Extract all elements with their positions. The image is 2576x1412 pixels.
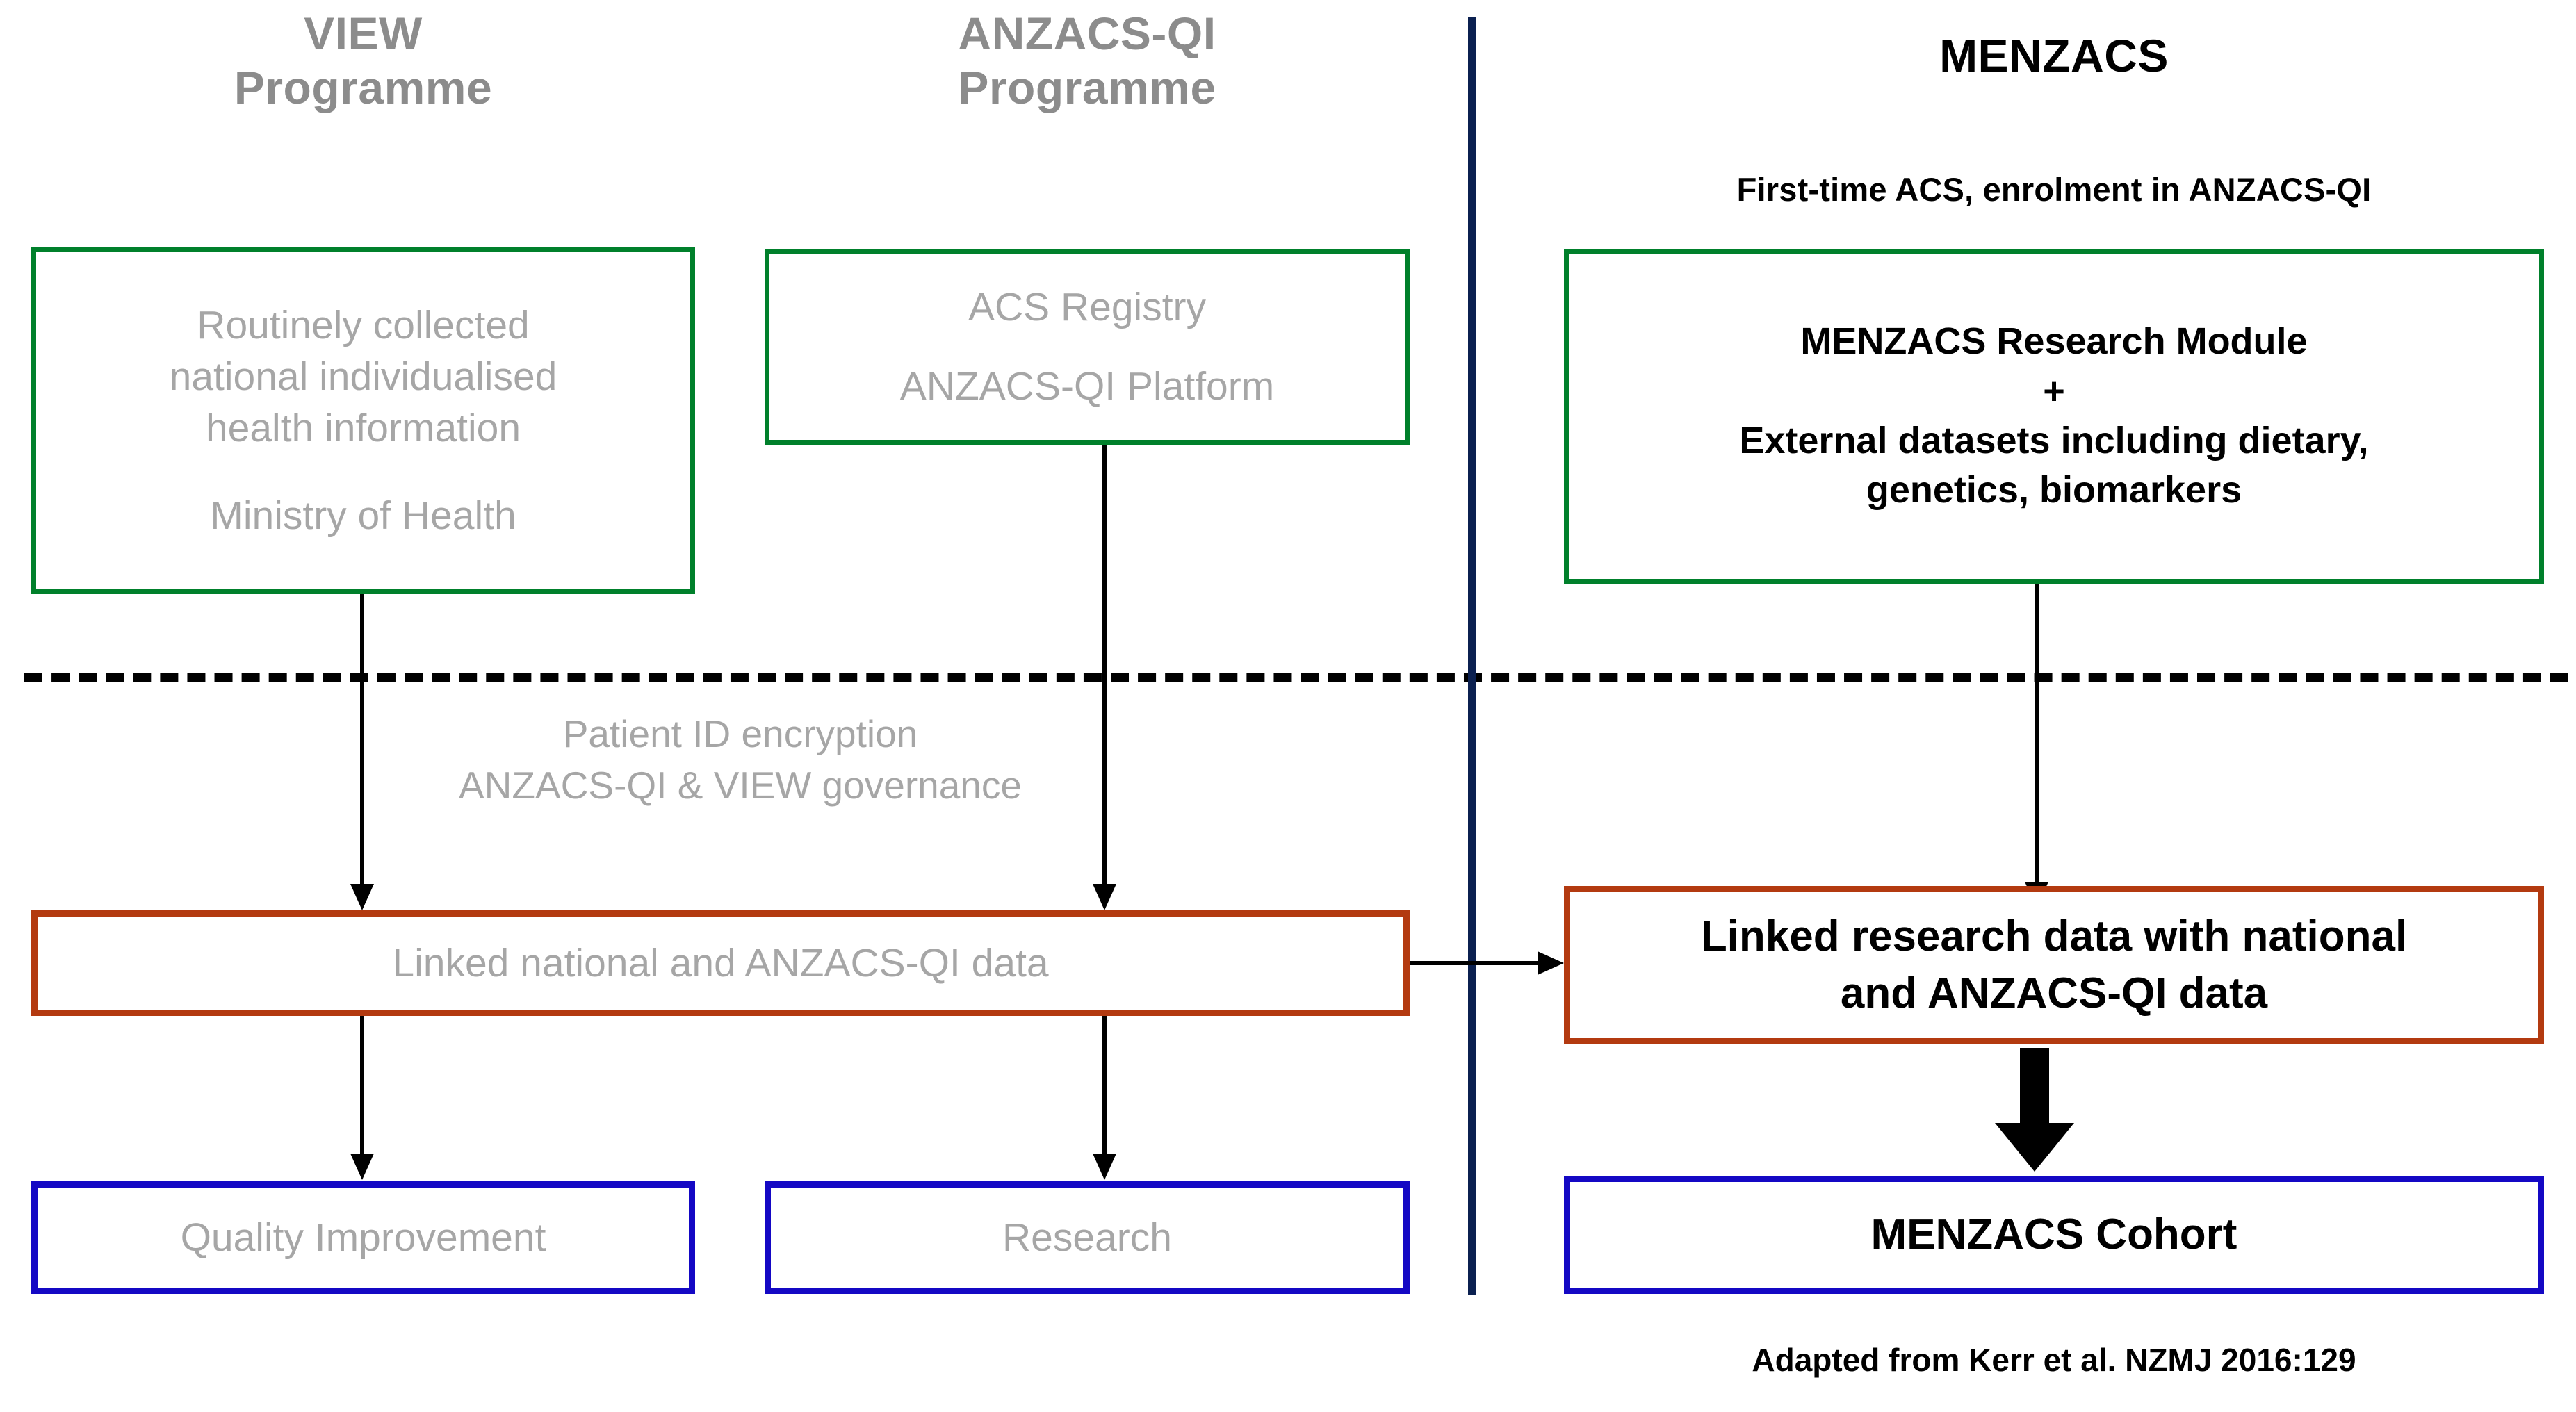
view-source-line1: Routinely collected [197,302,530,347]
arrowhead-view-to-linked [350,884,374,910]
menzacs-subtitle: First-time ACS, enrolment in ANZACS-QI [1736,171,2372,208]
menzacs-module-plus: + [2043,370,2065,412]
linked-left-line1: Linked national and ANZACS-QI data [392,940,1049,985]
connector-module-to-linked-research [2035,584,2039,884]
governance-dashed-separator [24,673,2568,682]
governance-line2: ANZACS-QI & VIEW governance [459,763,1022,807]
menzacs-research-module-box: MENZACS Research Module + External datas… [1564,249,2544,584]
view-source-line2: national individualised [169,354,557,399]
governance-caption: Patient ID encryption ANZACS-QI & VIEW g… [368,709,1112,811]
anzacs-source-line1: ACS Registry [968,284,1207,329]
linked-research-data-box: Linked research data with national and A… [1564,886,2544,1044]
view-heading-line1: VIEW [304,8,423,59]
arrowhead-linked-to-quality [350,1154,374,1180]
view-source-line3: health information [205,406,521,450]
menzacs-module-line4: genetics, biomarkers [1866,469,2242,511]
block-arrow-icon [1995,1048,2074,1172]
anzacs-programme-heading: ANZACS-QI Programme [765,7,1410,115]
section-divider [1468,17,1476,1295]
view-heading-line2: Programme [234,61,493,113]
block-arrow-cohort [1989,1048,2080,1173]
quality-improvement-label: Quality Improvement [180,1215,546,1260]
menzacs-heading: MENZACS [1939,30,2169,81]
view-programme-heading: VIEW Programme [31,7,695,115]
arrowhead-anzacs-to-linked [1093,884,1116,910]
view-source-line4: Ministry of Health [210,493,516,539]
anzacs-source-line2: ANZACS-QI Platform [899,364,1275,409]
menzacs-module-line1: MENZACS Research Module [1800,320,2308,363]
source-attribution: Adapted from Kerr et al. NZMJ 2016:129 [1752,1342,2356,1378]
linked-national-anzacs-box: Linked national and ANZACS-QI data [31,910,1410,1016]
menzacs-cohort-label: MENZACS Cohort [1870,1210,2237,1259]
connector-linked-to-quality [360,1016,364,1155]
governance-line1: Patient ID encryption [562,712,918,755]
linked-right-line2: and ANZACS-QI data [1840,969,2268,1017]
anzacs-heading-line2: Programme [958,61,1216,113]
anzacs-source-box: ACS Registry ANZACS-QI Platform [765,249,1410,445]
connector-linked-to-research [1102,1016,1107,1155]
anzacs-heading-line1: ANZACS-QI [958,8,1216,59]
menzacs-module-line3: External datasets including dietary, [1739,420,2369,461]
research-label: Research [1002,1215,1172,1260]
arrowhead-linked-left-to-right [1538,951,1564,975]
connector-linked-left-to-right [1410,961,1539,965]
connector-anzacs-to-linked [1102,445,1107,886]
research-box: Research [765,1181,1410,1294]
view-source-box: Routinely collected national individuali… [31,247,695,594]
arrowhead-linked-to-research [1093,1154,1116,1180]
connector-view-to-linked [360,594,364,886]
quality-improvement-box: Quality Improvement [31,1181,695,1294]
menzacs-cohort-box: MENZACS Cohort [1564,1176,2544,1294]
linked-right-line1: Linked research data with national [1700,912,2408,961]
